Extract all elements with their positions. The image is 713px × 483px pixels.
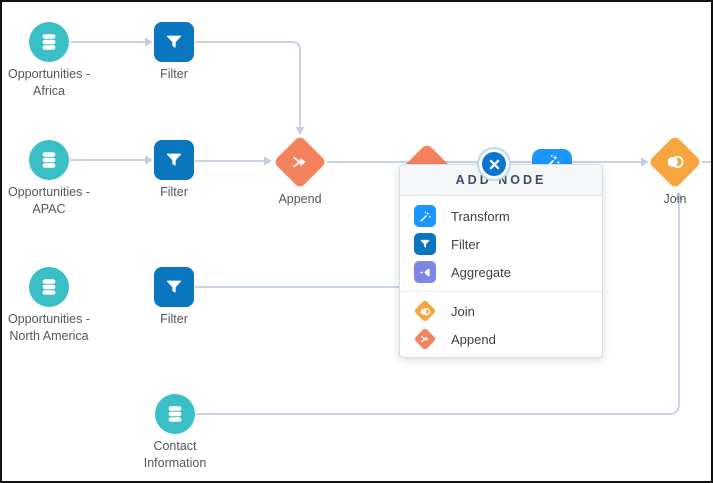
append-icon [413, 327, 437, 351]
menu-item-label: Transform [451, 208, 510, 224]
dataset-icon [29, 22, 69, 62]
filter-icon [154, 140, 194, 180]
menu-item-label: Filter [451, 236, 480, 252]
menu-item-label: Append [451, 331, 496, 347]
join-icon [648, 135, 702, 189]
add-node-popup: ADD NODE Transform Filter Aggregate [399, 152, 603, 358]
node-opportunities-africa[interactable]: Opportunities -Africa [2, 22, 124, 100]
menu-item-aggregate[interactable]: Aggregate [400, 258, 602, 286]
aggregate-icon [414, 261, 436, 283]
node-label: Opportunities -North America [8, 312, 90, 343]
node-filter-2[interactable]: Filter [99, 140, 249, 201]
close-button[interactable] [482, 152, 506, 176]
node-label: Opportunities -APAC [8, 185, 90, 216]
node-opportunities-north-america[interactable]: Opportunities -North America [2, 267, 124, 345]
node-filter-1[interactable]: Filter [99, 22, 249, 83]
append-icon [273, 135, 327, 189]
node-append-1[interactable]: Append [225, 134, 375, 208]
close-icon [489, 159, 499, 169]
menu-item-filter[interactable]: Filter [400, 230, 602, 258]
filter-icon [414, 233, 436, 255]
node-label: Filter [160, 185, 188, 199]
menu-item-transform[interactable]: Transform [400, 202, 602, 230]
dataset-icon [29, 267, 69, 307]
menu-item-join[interactable]: Join [400, 297, 602, 325]
menu-item-label: Join [451, 303, 475, 319]
join-icon [413, 299, 437, 323]
node-label: Append [278, 192, 322, 206]
menu-item-append[interactable]: Append [400, 325, 602, 353]
node-opportunities-apac[interactable]: Opportunities -APAC [2, 140, 124, 218]
node-label: Filter [160, 67, 188, 81]
transform-icon [414, 205, 436, 227]
node-label: Opportunities -Africa [8, 67, 90, 98]
node-filter-3[interactable]: Filter [99, 267, 249, 328]
filter-icon [154, 22, 194, 62]
node-join-1[interactable]: Join [600, 134, 711, 208]
node-label: Join [663, 192, 687, 206]
dataset-icon [155, 394, 195, 434]
filter-icon [154, 267, 194, 307]
node-label: Filter [160, 312, 188, 326]
dataset-icon [29, 140, 69, 180]
menu-item-label: Aggregate [451, 264, 511, 280]
menu-divider [400, 291, 602, 292]
